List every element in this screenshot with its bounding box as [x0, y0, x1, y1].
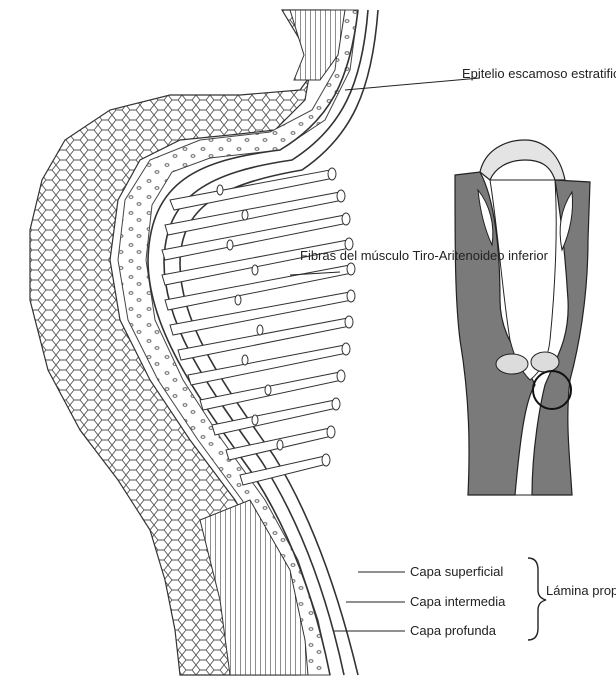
label-fibras-line3: Tiro-Aritenoideo [413, 248, 505, 263]
label-capa-intermedia: Capa intermedia [410, 594, 505, 610]
label-epitelio-line1: Epitelio escamoso [462, 66, 568, 81]
label-capa-superficial: Capa superficial [410, 564, 503, 580]
label-epitelio-line2: estratificado [571, 66, 616, 81]
lamina-brace [528, 558, 546, 640]
inset-vocal-fold-left [496, 354, 528, 374]
inset-vocal-fold-section [455, 140, 590, 495]
label-epitelio: Epitelio escamoso estratificado [462, 66, 612, 82]
label-fibras: Fibras del músculo Tiro-Aritenoideo infe… [300, 248, 430, 264]
label-capa-profunda: Capa profunda [410, 623, 496, 639]
label-fibras-line1: Fibras del [300, 248, 357, 263]
inset-epiglottis [480, 140, 565, 180]
label-lamina-line2: propia [592, 583, 616, 598]
label-fibras-line4: inferior [508, 248, 548, 263]
inset-vocal-fold-right [531, 352, 559, 372]
label-fibras-line2: músculo [361, 248, 409, 263]
label-lamina-line1: Lámina [546, 583, 589, 598]
label-lamina-propia: Lámina propia [546, 583, 610, 599]
